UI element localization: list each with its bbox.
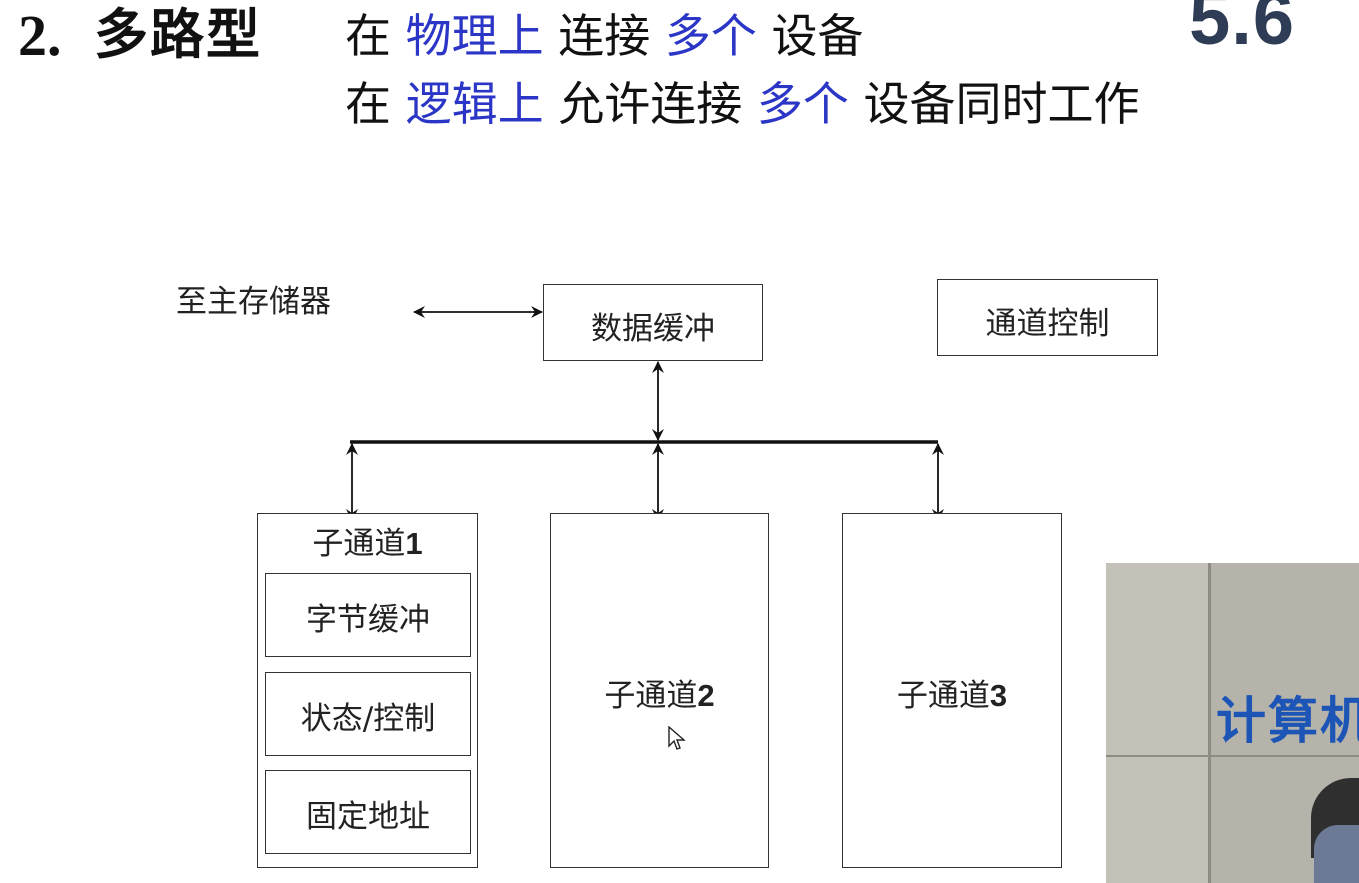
description-text: 在 — [345, 9, 406, 63]
lecturer-video-overlay: 计算机 — [1106, 563, 1359, 883]
subchannel-2-box: 子通道2 — [550, 513, 769, 868]
highlight-term: 多个 — [756, 77, 849, 131]
description-text: 设备 — [756, 9, 864, 63]
status-control-box: 状态/控制 — [265, 672, 471, 756]
wall-seam — [1208, 563, 1211, 883]
fixed-address-label: 固定地址 — [306, 799, 430, 835]
channel-control-box: 通道控制 — [937, 279, 1158, 356]
mouse-cursor-icon — [668, 726, 686, 750]
subchannel-3-box: 子通道3 — [842, 513, 1062, 868]
subchannel-2-title: 子通道2 — [604, 678, 715, 714]
description-line-physical: 在 物理上 连接 多个 设备 — [345, 4, 864, 68]
byte-buffer-box: 字节缓冲 — [265, 573, 471, 657]
heading-title: 多路型 — [94, 2, 262, 66]
wall-banner-text: 计算机 — [1216, 692, 1359, 750]
fixed-address-box: 固定地址 — [265, 770, 471, 854]
byte-buffer-label: 字节缓冲 — [306, 602, 430, 638]
description-line-logical: 在 逻辑上 允许连接 多个 设备同时工作 — [345, 72, 1140, 136]
heading-number: 2. — [18, 3, 62, 68]
status-control-label: 状态/控制 — [300, 701, 436, 737]
description-text: 允许连接 — [543, 77, 757, 131]
main-memory-label: 至主存储器 — [176, 284, 331, 320]
description-text: 设备同时工作 — [848, 77, 1140, 131]
subchannel-1-box: 子通道1 字节缓冲 状态/控制 固定地址 — [257, 513, 478, 868]
wall-panel — [1106, 563, 1208, 883]
channel-control-label: 通道控制 — [985, 306, 1110, 342]
description-text: 连接 — [543, 9, 665, 63]
highlight-term: 逻辑上 — [405, 77, 544, 131]
lecturer-body — [1314, 825, 1359, 883]
highlight-term: 物理上 — [405, 9, 544, 63]
subchannel-1-title: 子通道1 — [312, 526, 423, 562]
wall-seam — [1106, 755, 1359, 757]
slide-number: 5.6 — [1189, 0, 1295, 60]
data-buffer-box: 数据缓冲 — [543, 284, 763, 361]
data-buffer-label: 数据缓冲 — [591, 311, 715, 347]
description-text: 在 — [345, 77, 406, 131]
slide-header: 2. 多路型 在 物理上 连接 多个 设备 在 逻辑上 允许连接 多个 设备同时… — [0, 0, 1359, 140]
subchannel-3-title: 子通道3 — [896, 678, 1008, 714]
highlight-term: 多个 — [664, 9, 757, 63]
